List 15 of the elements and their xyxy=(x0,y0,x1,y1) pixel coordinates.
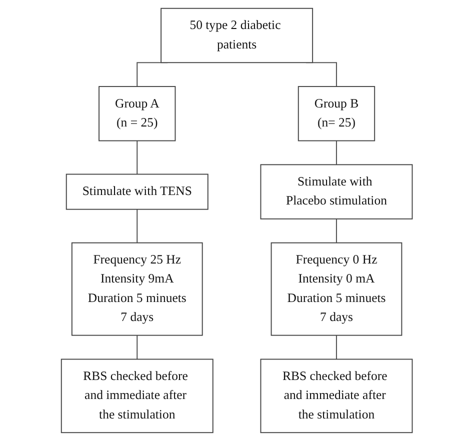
node-box: Stimulate with TENS xyxy=(66,174,209,210)
connector xyxy=(136,140,138,174)
node-box: 50 type 2 diabetic patients xyxy=(160,8,314,64)
node-box: Group B (n= 25) xyxy=(298,86,376,142)
connector xyxy=(136,208,138,243)
node-box: Group A (n = 25) xyxy=(98,86,176,142)
connector xyxy=(336,140,338,165)
connector xyxy=(336,334,338,360)
node-box: Stimulate with Placebo stimulation xyxy=(260,164,413,220)
node-box: Frequency 25 Hz Intensity 9mA Duration 5 minuets 7 days xyxy=(72,242,203,336)
node-box: Frequency 0 Hz Intensity 0 mA Duration 5 minuets 7 days xyxy=(271,242,402,336)
node-box: RBS checked before and immediate after the stimulation xyxy=(61,358,214,434)
node-box: RBS checked before and immediate after the stimulation xyxy=(260,358,413,434)
connector xyxy=(136,334,138,360)
connector xyxy=(336,218,338,243)
